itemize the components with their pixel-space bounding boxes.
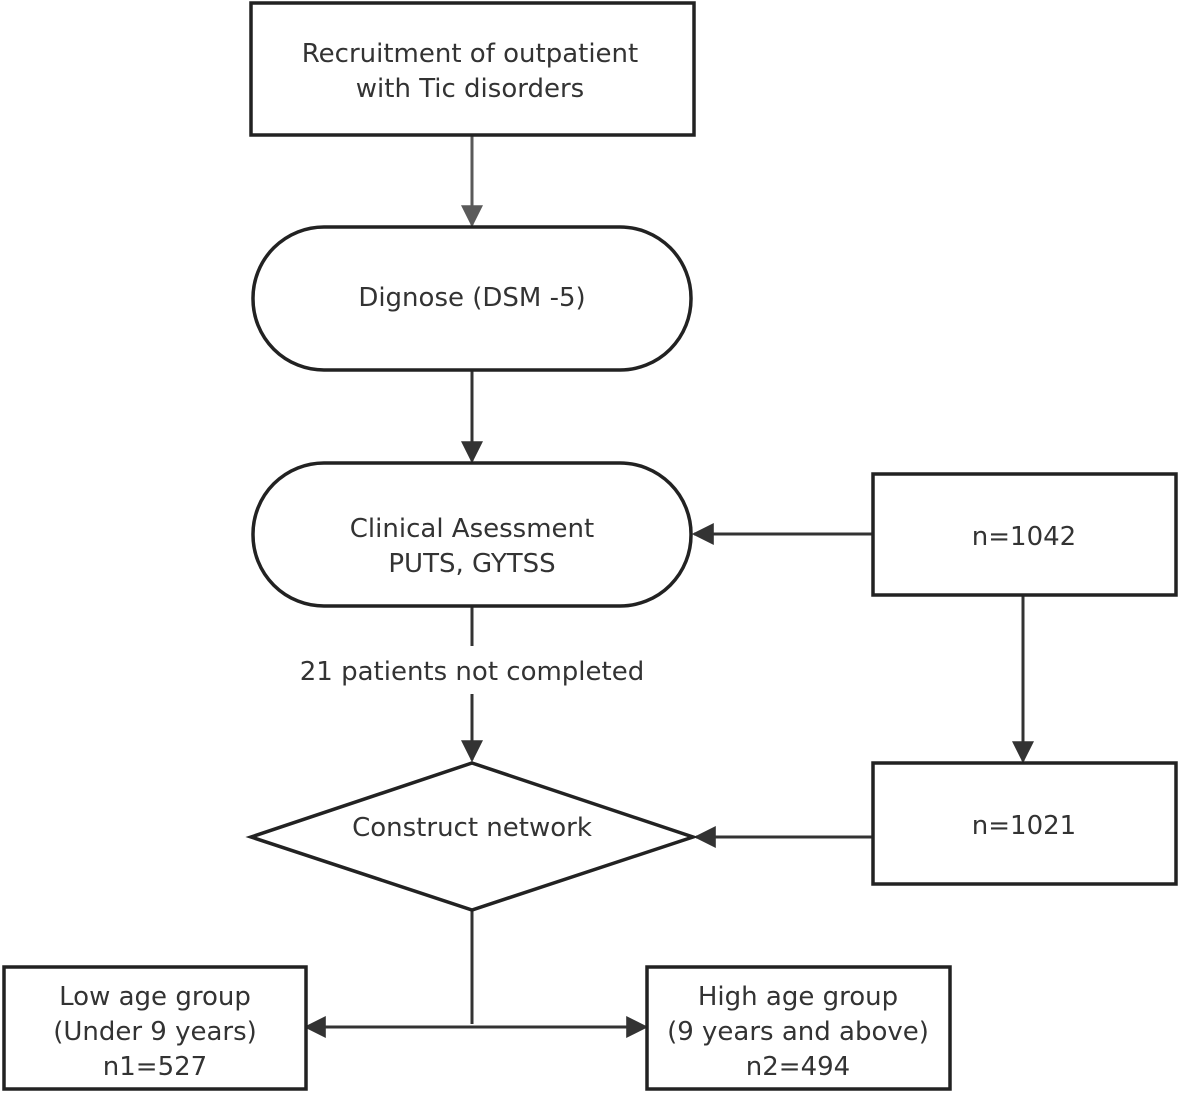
diagnose-terminal <box>251 225 693 372</box>
n1021-label: n=1021 <box>972 811 1076 841</box>
recruitment-label-line2: with Tic disorders <box>356 74 584 104</box>
assessment-label-line1: Clinical Asessment <box>350 514 594 544</box>
recruitment-label-line1: Recruitment of outpatient <box>302 39 638 69</box>
low-group-line2: (Under 9 years) <box>53 1017 257 1047</box>
construct-label: Construct network <box>352 813 592 843</box>
high-group-box <box>645 965 952 1091</box>
n1021-box <box>871 761 1178 886</box>
diagnose-label: Dignose (DSM -5) <box>358 283 585 313</box>
recruitment-box <box>249 1 696 137</box>
high-group-line1: High age group <box>698 982 898 1012</box>
construct-decision <box>245 761 699 912</box>
high-group-line3: n2=494 <box>746 1052 850 1082</box>
low-group-box <box>2 965 308 1091</box>
assessment-label-line2: PUTS, GYTSS <box>388 549 555 579</box>
assessment-terminal <box>251 461 693 608</box>
n1042-label: n=1042 <box>972 522 1076 552</box>
n1042-box <box>871 472 1178 597</box>
low-group-line3: n1=527 <box>103 1052 207 1082</box>
high-group-line2: (9 years and above) <box>667 1017 929 1047</box>
dropout-label: 21 patients not completed <box>300 657 644 687</box>
low-group-line1: Low age group <box>59 982 251 1012</box>
